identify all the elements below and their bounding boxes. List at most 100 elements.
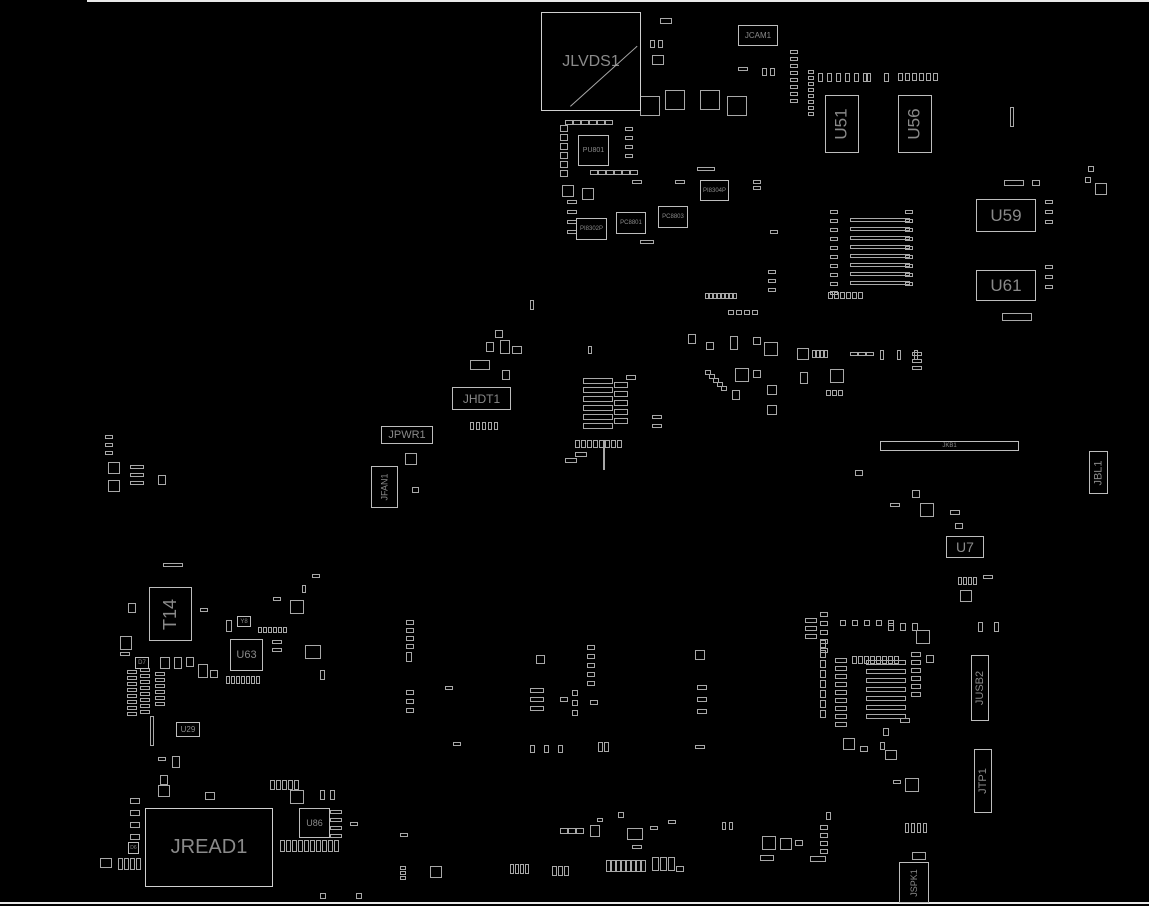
component-u86[interactable]: U86 bbox=[299, 808, 330, 838]
smd-part bbox=[583, 423, 613, 429]
component-t14[interactable]: T14 bbox=[149, 587, 192, 641]
smd-part bbox=[805, 626, 817, 631]
smd-part bbox=[494, 422, 498, 430]
smd-part bbox=[614, 391, 628, 397]
smd-part bbox=[729, 822, 733, 830]
smd-part bbox=[636, 860, 641, 872]
component-u59[interactable]: U59 bbox=[976, 199, 1036, 232]
smd-part bbox=[695, 650, 705, 660]
component-jfan1[interactable]: JFAN1 bbox=[371, 466, 398, 508]
component-jtp1[interactable]: JTP1 bbox=[974, 749, 992, 813]
component-label: T14 bbox=[160, 598, 180, 630]
smd-part bbox=[130, 481, 144, 485]
smd-part bbox=[820, 833, 828, 838]
component-jkb1[interactable]: JKB1 bbox=[880, 441, 1019, 451]
smd-part bbox=[632, 845, 642, 849]
smd-part bbox=[605, 440, 610, 448]
smd-part bbox=[905, 282, 913, 286]
component-jbl1[interactable]: JBL1 bbox=[1089, 451, 1108, 494]
smd-part bbox=[406, 690, 414, 695]
component-pc8803[interactable]: PC8803 bbox=[658, 206, 688, 228]
smd-part bbox=[614, 418, 628, 424]
smd-part bbox=[310, 840, 315, 852]
smd-part bbox=[835, 706, 847, 711]
smd-part bbox=[568, 828, 576, 834]
smd-part bbox=[905, 219, 913, 223]
component-pi8304p[interactable]: PI8304P bbox=[700, 180, 729, 201]
component-u29[interactable]: U29 bbox=[176, 722, 200, 737]
smd-part bbox=[905, 73, 910, 81]
component-d6[interactable]: D6 bbox=[128, 842, 139, 854]
component-pu801[interactable]: PU801 bbox=[578, 135, 609, 166]
smd-part bbox=[100, 858, 112, 868]
smd-part bbox=[820, 849, 828, 854]
component-jlvds1[interactable]: JLVDS1 bbox=[541, 12, 641, 111]
smd-part bbox=[406, 628, 414, 633]
smd-part bbox=[820, 621, 828, 626]
component-jcam1[interactable]: JCAM1 bbox=[738, 25, 778, 46]
smd-part bbox=[835, 658, 847, 663]
smd-part bbox=[830, 237, 838, 241]
smd-part bbox=[838, 390, 843, 396]
smd-part bbox=[155, 678, 165, 682]
smd-part bbox=[688, 334, 696, 344]
smd-part bbox=[973, 577, 977, 585]
component-pc8801[interactable]: PC8801 bbox=[616, 212, 646, 234]
component-jread1[interactable]: JREAD1 bbox=[145, 808, 273, 887]
smd-part bbox=[850, 263, 910, 267]
smd-part bbox=[603, 440, 605, 470]
smd-part bbox=[320, 893, 326, 899]
smd-part bbox=[660, 857, 667, 871]
smd-part bbox=[322, 840, 327, 852]
smd-part bbox=[510, 864, 514, 874]
smd-part bbox=[105, 443, 113, 447]
smd-part bbox=[866, 714, 906, 719]
smd-part bbox=[583, 405, 613, 411]
component-y8[interactable]: Y8 bbox=[237, 616, 251, 627]
smd-part bbox=[611, 440, 616, 448]
component-u7[interactable]: U7 bbox=[946, 536, 984, 558]
component-jusb2[interactable]: JUSB2 bbox=[971, 655, 989, 721]
board-edge-top bbox=[87, 0, 1149, 2]
smd-part bbox=[883, 728, 889, 736]
component-u63[interactable]: U63 bbox=[230, 639, 263, 671]
component-jspk1[interactable]: JSPK1 bbox=[899, 862, 929, 903]
smd-part bbox=[912, 359, 922, 363]
smd-part bbox=[614, 409, 628, 415]
component-u51[interactable]: U51 bbox=[825, 95, 859, 153]
smd-part bbox=[845, 73, 850, 82]
smd-part bbox=[572, 700, 578, 706]
smd-part bbox=[283, 627, 287, 633]
component-d7[interactable]: D7 bbox=[135, 657, 149, 669]
smd-part bbox=[652, 424, 662, 428]
smd-part bbox=[605, 120, 613, 125]
smd-part bbox=[912, 352, 922, 356]
smd-part bbox=[587, 663, 595, 668]
smd-part bbox=[520, 864, 524, 874]
component-jhdt1[interactable]: JHDT1 bbox=[452, 387, 511, 410]
component-label: JPWR1 bbox=[388, 429, 426, 441]
smd-part bbox=[1095, 183, 1107, 195]
smd-part bbox=[597, 120, 605, 125]
smd-part bbox=[495, 330, 503, 338]
smd-part bbox=[163, 563, 183, 567]
component-jpwr1[interactable]: JPWR1 bbox=[381, 426, 433, 444]
smd-part bbox=[625, 145, 633, 149]
smd-part bbox=[582, 188, 594, 200]
component-label: PU801 bbox=[582, 147, 605, 154]
smd-part bbox=[824, 350, 828, 358]
smd-part bbox=[790, 92, 798, 96]
smd-part bbox=[933, 73, 938, 81]
smd-part bbox=[805, 618, 817, 623]
smd-part bbox=[905, 246, 913, 250]
smd-part bbox=[273, 597, 281, 601]
component-u61[interactable]: U61 bbox=[976, 270, 1036, 301]
smd-part bbox=[616, 860, 621, 872]
component-pi8302p[interactable]: PI8302P bbox=[576, 218, 607, 240]
smd-part bbox=[890, 503, 900, 507]
smd-part bbox=[560, 170, 568, 177]
smd-part bbox=[820, 825, 828, 830]
component-u56[interactable]: U56 bbox=[898, 95, 932, 153]
smd-part bbox=[762, 68, 767, 76]
smd-part bbox=[905, 255, 913, 259]
